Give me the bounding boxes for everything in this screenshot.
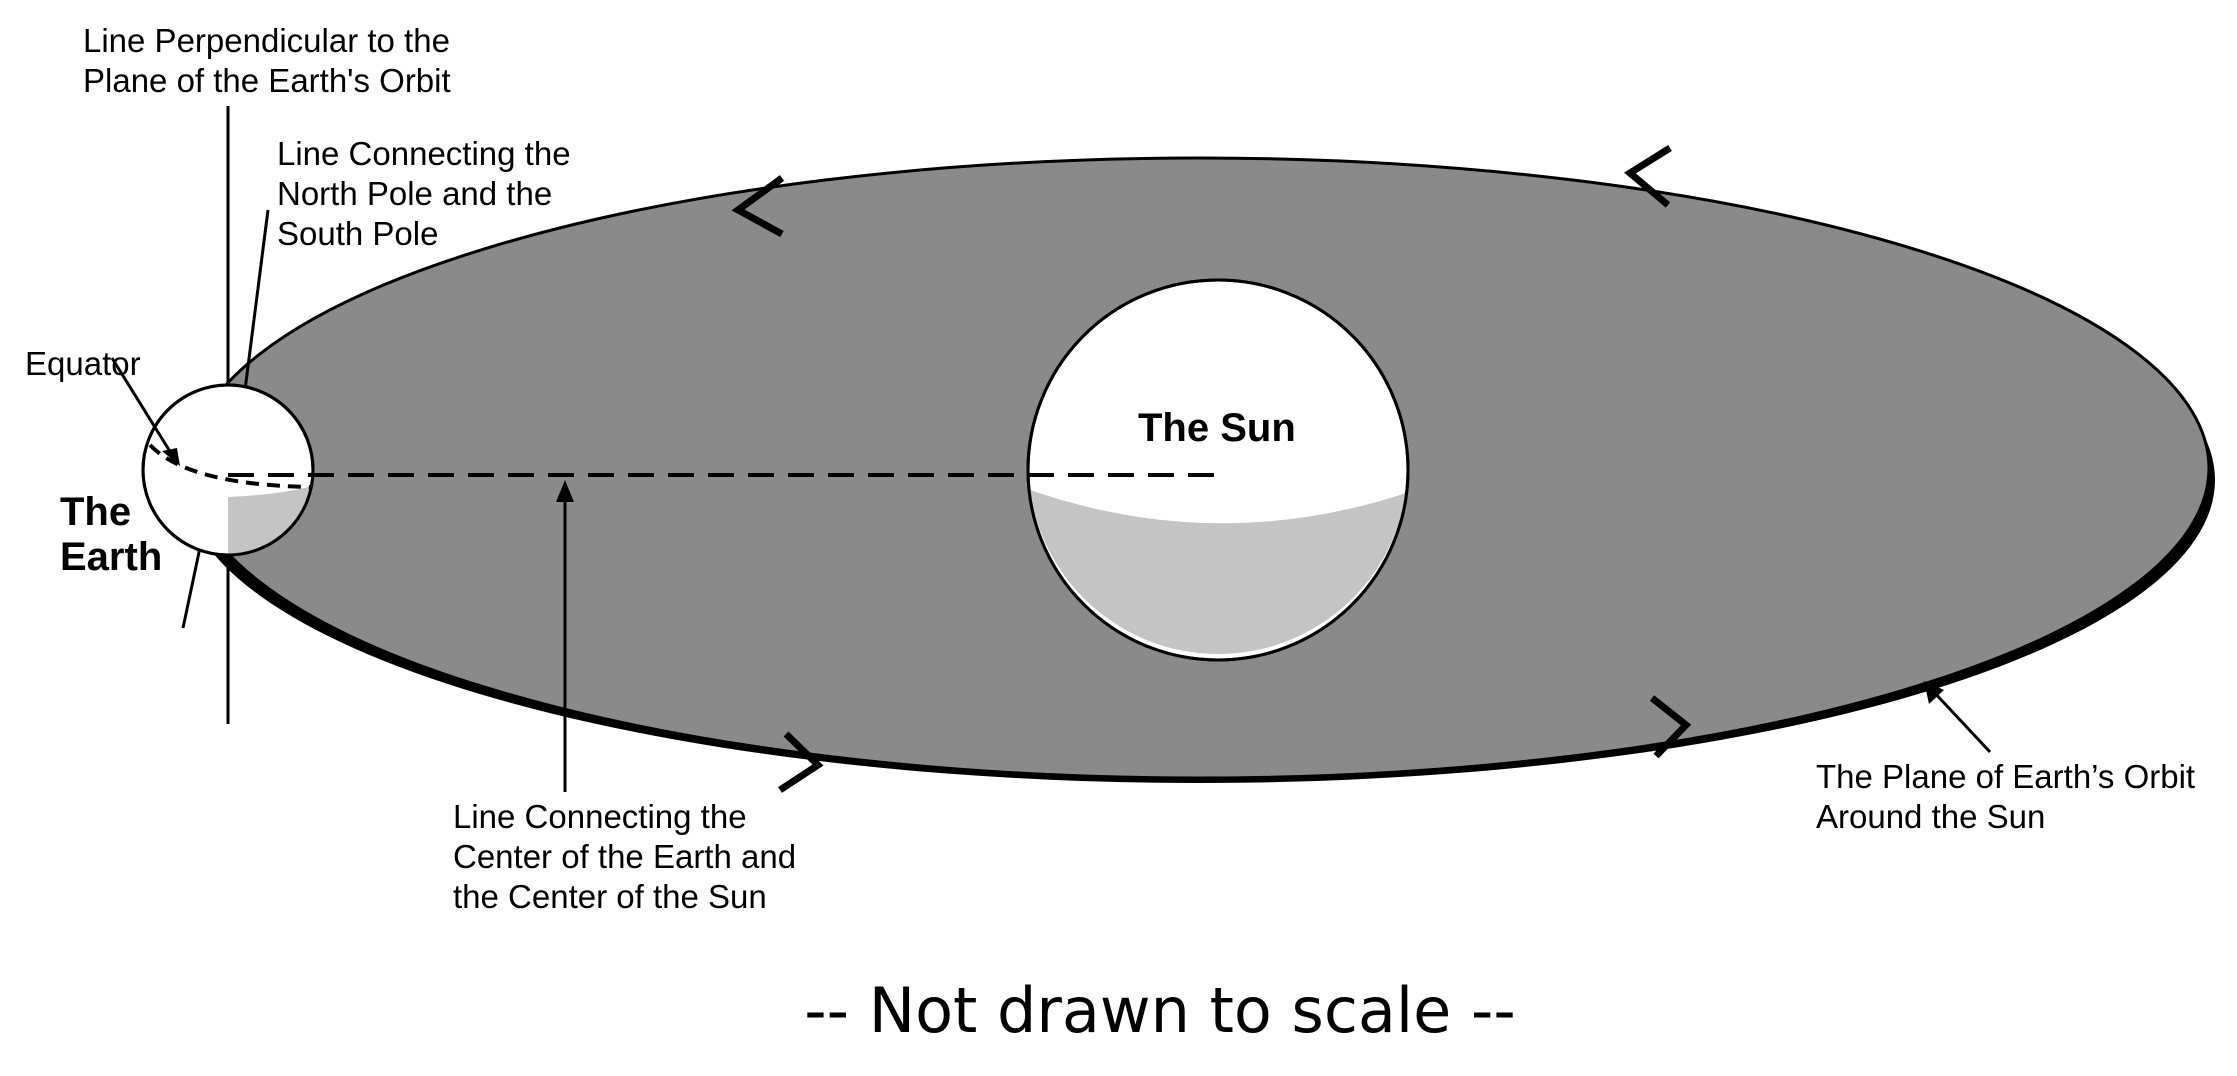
equator-label: Equator [25, 345, 141, 382]
pole-line-bottom [181, 537, 204, 629]
orbit-plane-label: The Plane of Earth’s Orbit Around the Su… [1816, 758, 2204, 835]
sun-label: The Sun [1138, 406, 1296, 450]
scale-caption: -- Not drawn to scale -- [804, 974, 1516, 1047]
earth [141, 383, 315, 557]
earth-shadow [228, 486, 312, 556]
orbit-direction-arrow-top-right [1624, 145, 1672, 208]
orbit-direction-arrow-bottom-right [1649, 695, 1692, 759]
center-line-pointer-arrow [556, 480, 574, 792]
orbit-plane-pointer-arrow [1924, 681, 1992, 754]
equator-pointer-arrow [110, 357, 180, 466]
center-line-label: Line Connecting the Center of the Earth … [453, 798, 805, 915]
equator-curve [148, 443, 313, 489]
earth-label: The Earth [60, 490, 162, 579]
pole-line-label: Line Connecting the North Pole and the S… [277, 135, 580, 252]
perpendicular-line-label: Line Perpendicular to the Plane of the E… [83, 22, 459, 99]
pole-line-top [243, 209, 270, 391]
orbit-direction-arrow-bottom-left [778, 731, 824, 793]
sun-shadow [1030, 490, 1406, 655]
sun [1026, 278, 1410, 662]
orbit-direction-arrow-top-left [731, 175, 785, 238]
